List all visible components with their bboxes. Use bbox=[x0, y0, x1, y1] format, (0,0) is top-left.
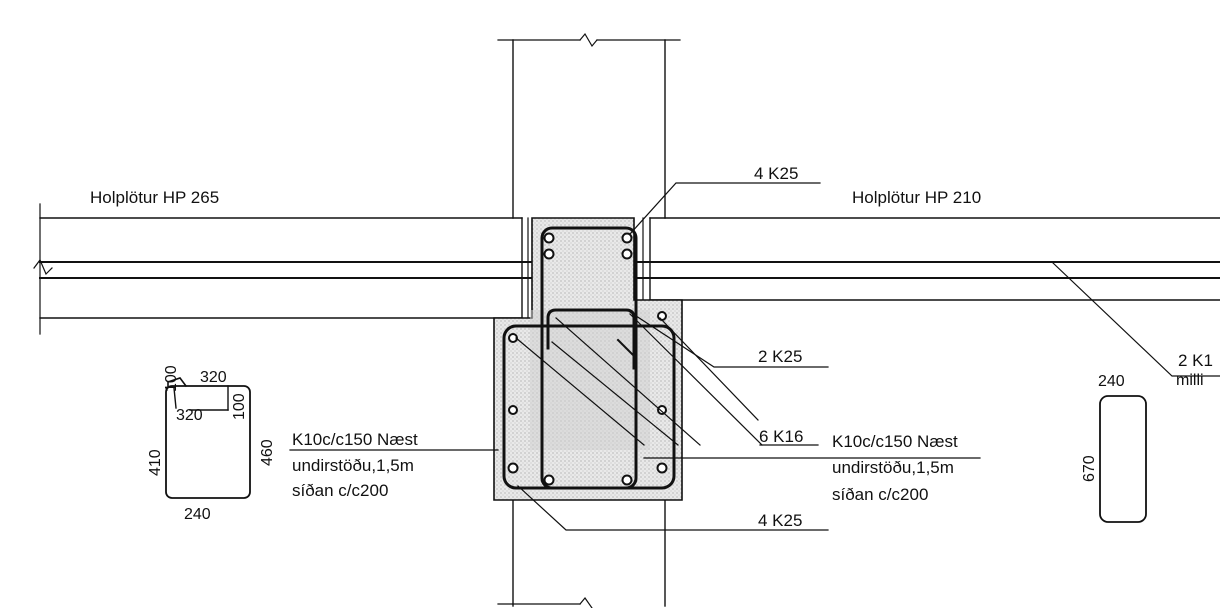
dim-670: 670 bbox=[1081, 455, 1098, 482]
dim-100-top: 100 bbox=[163, 365, 180, 392]
dim-320-inner: 320 bbox=[176, 407, 203, 424]
dim-410: 410 bbox=[147, 449, 164, 476]
right-cut-label-1: 2 K1 bbox=[1178, 351, 1213, 370]
rebar-dots bbox=[507, 232, 668, 486]
stirrup-left-line1: K10c/c150 Næst bbox=[292, 430, 418, 449]
dim-240-left: 240 bbox=[184, 506, 211, 523]
bottom-bars-label: 4 K25 bbox=[758, 511, 802, 530]
slab-right-label: Holplötur HP 210 bbox=[852, 188, 981, 207]
dim-320-top: 320 bbox=[200, 369, 227, 386]
column-top bbox=[497, 32, 681, 219]
stirrup-left-line2: undirstöðu,1,5m bbox=[292, 456, 414, 475]
stirrup-right-line1: K10c/c150 Næst bbox=[832, 432, 958, 451]
leader-lines bbox=[289, 182, 1220, 531]
top-bars-label: 4 K25 bbox=[754, 164, 798, 183]
dim-240-right: 240 bbox=[1098, 373, 1125, 390]
slab-left bbox=[33, 203, 529, 335]
diag-bars-label: 6 K16 bbox=[759, 427, 803, 446]
slab-right bbox=[642, 217, 1220, 301]
dim-460: 460 bbox=[259, 439, 276, 466]
dim-100-side: 100 bbox=[231, 393, 248, 420]
left-stirrup-detail bbox=[165, 377, 251, 499]
stirrup-right-line3: síðan c/c200 bbox=[832, 485, 928, 504]
mid-bars-label: 2 K25 bbox=[758, 347, 802, 366]
stirrup-left-line3: síðan c/c200 bbox=[292, 481, 388, 500]
right-cut-label-2: milli bbox=[1176, 372, 1204, 389]
column-bottom bbox=[497, 499, 666, 608]
stirrup-right-line2: undirstöðu,1,5m bbox=[832, 458, 954, 477]
slab-left-label: Holplötur HP 265 bbox=[90, 188, 219, 207]
right-stirrup-detail bbox=[1099, 395, 1147, 523]
